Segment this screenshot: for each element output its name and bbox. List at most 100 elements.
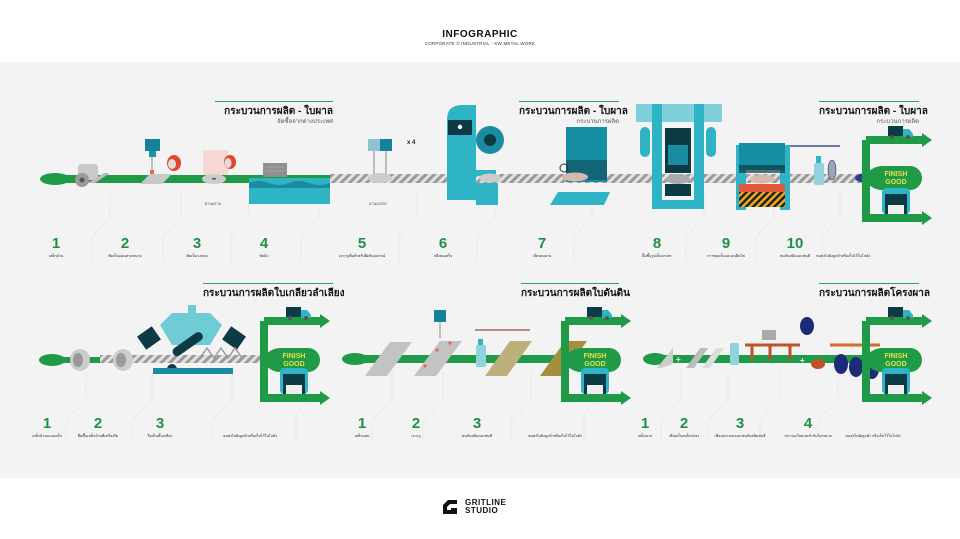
good-label: GOOD (885, 361, 906, 368)
step-number: 6 (438, 235, 448, 252)
arrow-right-icon (922, 314, 932, 328)
angle-steel-icon: + (657, 348, 724, 368)
delivery-truck-icon (587, 307, 612, 320)
step-label: ตัดเป็นวงกลม (186, 254, 208, 258)
step-number (205, 416, 295, 432)
step-number (510, 416, 600, 432)
arrow-right-icon (320, 391, 330, 405)
section-subtitle-disc-production: กระบวนการผลิต (576, 119, 619, 125)
conveyor-left-hatched (100, 355, 265, 363)
step-number: 1 (357, 415, 367, 432)
finish-good-badge (862, 348, 922, 372)
step-label: การชุบแข็งและอบคืนไฟ (707, 254, 745, 258)
step-number (798, 236, 888, 252)
warehouse-icon (882, 188, 910, 214)
section-title-dozer-blade: กระบวนการผลิตใบดันดิน (521, 283, 630, 301)
step-label: ขนส่งไปยังลูกค้า หรือเก็บไว้ในโกดัง (845, 434, 901, 438)
step-label: เหล็กม้วน (48, 254, 64, 258)
step-6: 6 กลึงคมเสร็จ (398, 236, 488, 259)
warehouse-icon (280, 368, 308, 394)
step-8: 8 ปั๊มขึ้นรูปเป็นกระทะ (612, 236, 702, 259)
step-label: เจาะรูเพื่อสำหรับยึดกับอุปกรณ์ (338, 254, 386, 258)
logo-line2: STUDIO (465, 506, 499, 515)
step-number: 7 (537, 235, 547, 252)
steel-coil-icon (75, 164, 110, 187)
step-number: 10 (786, 235, 804, 252)
step-4: 4 ขัดผิว (219, 236, 309, 259)
finish-good-badge (862, 166, 922, 190)
polishing-tank-icon (249, 163, 330, 204)
warehouse-icon (882, 368, 910, 394)
good-label: GOOD (885, 179, 906, 186)
section-title-plow-frame: กระบวนการผลิตโครงผาล (819, 283, 930, 301)
step-label: เหล็กฉาก (637, 434, 653, 438)
step-number: 1 (51, 235, 61, 252)
delivery-truck-icon (286, 307, 311, 320)
section-title-screw-blade: กระบวนการผลิตใบเกลียวลำเลียง (203, 283, 344, 301)
svg-text:+: + (676, 355, 681, 364)
finish-good-badge (260, 348, 320, 372)
step-label: ขนส่งไปยังลูกค้าหรือเก็บไว้ในโกดัง (816, 254, 870, 258)
section-subtitle-disc-production-2: กระบวนการผลิต (876, 119, 919, 125)
multiplier-label: x 4 (407, 140, 416, 146)
hardening-furnace-icon (736, 143, 840, 210)
step-number: 8 (652, 235, 662, 252)
good-label: GOOD (584, 361, 605, 368)
cutting-machine-icon (140, 139, 181, 184)
finish-bracket (561, 317, 623, 402)
step-number: 5 (357, 235, 367, 252)
step-number: 3 (735, 415, 745, 432)
step-1: 1 เหล็กม้วนแบนเหล็ก (2, 416, 92, 439)
finish-bracket (862, 136, 924, 222)
step-number: 2 (93, 415, 103, 432)
step-number: 1 (42, 415, 52, 432)
step-label: กลึงคมเสร็จ (433, 254, 453, 258)
conveyor-right-green (655, 355, 865, 363)
finish-bracket (862, 317, 924, 402)
section-subtitle-disc-imported: จัดซื้อจากต่างประเทศ (277, 119, 333, 125)
step-label: ขัดผิว (259, 254, 269, 258)
arrow-right-icon (922, 133, 932, 147)
page-title: INFOGRAPHIC (442, 29, 518, 40)
caption-plow-disc: ผานบุกเบิก (369, 202, 387, 206)
step-label: เจาะรู (411, 434, 421, 438)
step-label: เชื่อมประกอบและพ่นกันสนิมพ่นสี (714, 434, 766, 438)
step-label: ประกอบใบผาลเข้ากับโครงผาล (784, 434, 832, 438)
delivery-truck-icon (888, 307, 913, 320)
caption-harrow-disc: ผานพรวน (204, 202, 222, 206)
flat-coil-icon (70, 349, 133, 371)
stamping-press-icon (636, 104, 722, 209)
step-1: 1 เหล็กแผ่น (317, 416, 407, 439)
finish-bracket (260, 317, 322, 402)
section-title-disc-imported: กระบวนการผลิต - ใบผาล (215, 101, 333, 119)
row2-divider-lines (65, 372, 839, 444)
finish-label: FINISH (885, 171, 908, 178)
arrow-right-icon (922, 391, 932, 405)
step-number: 4 (259, 235, 269, 252)
step-delivery: ขนส่งไปยังลูกค้าหรือเก็บไว้ในโกดัง (798, 236, 888, 259)
step-label: รีดเป็นขั้นเกลียว (147, 434, 173, 438)
drilling-machine-icon (368, 139, 392, 183)
good-label: GOOD (283, 361, 304, 368)
step-label: เหล็กม้วนแบนเหล็ก (32, 434, 62, 438)
step-number: 3 (472, 415, 482, 432)
step-label: เหล็กแผ่น (354, 434, 370, 438)
finish-label: FINISH (584, 353, 607, 360)
step-label: ปั๊มขึ้นรูปเป็นกระทะ (641, 254, 673, 258)
step-5: 5 เจาะรูเพื่อสำหรับยึดกับอุปกรณ์ (317, 236, 407, 259)
spiral-rolling-machine-icon (137, 305, 246, 374)
step-delivery: ขนส่งไปยังลูกค้า หรือเก็บไว้ในโกดัง (828, 416, 918, 439)
step-label: ขนส่งไปยังลูกค้าหรือเก็บไว้ในโกดัง (528, 434, 582, 438)
step-3: 3 เชื่อมประกอบและพ่นกันสนิมพ่นสี (695, 416, 785, 439)
